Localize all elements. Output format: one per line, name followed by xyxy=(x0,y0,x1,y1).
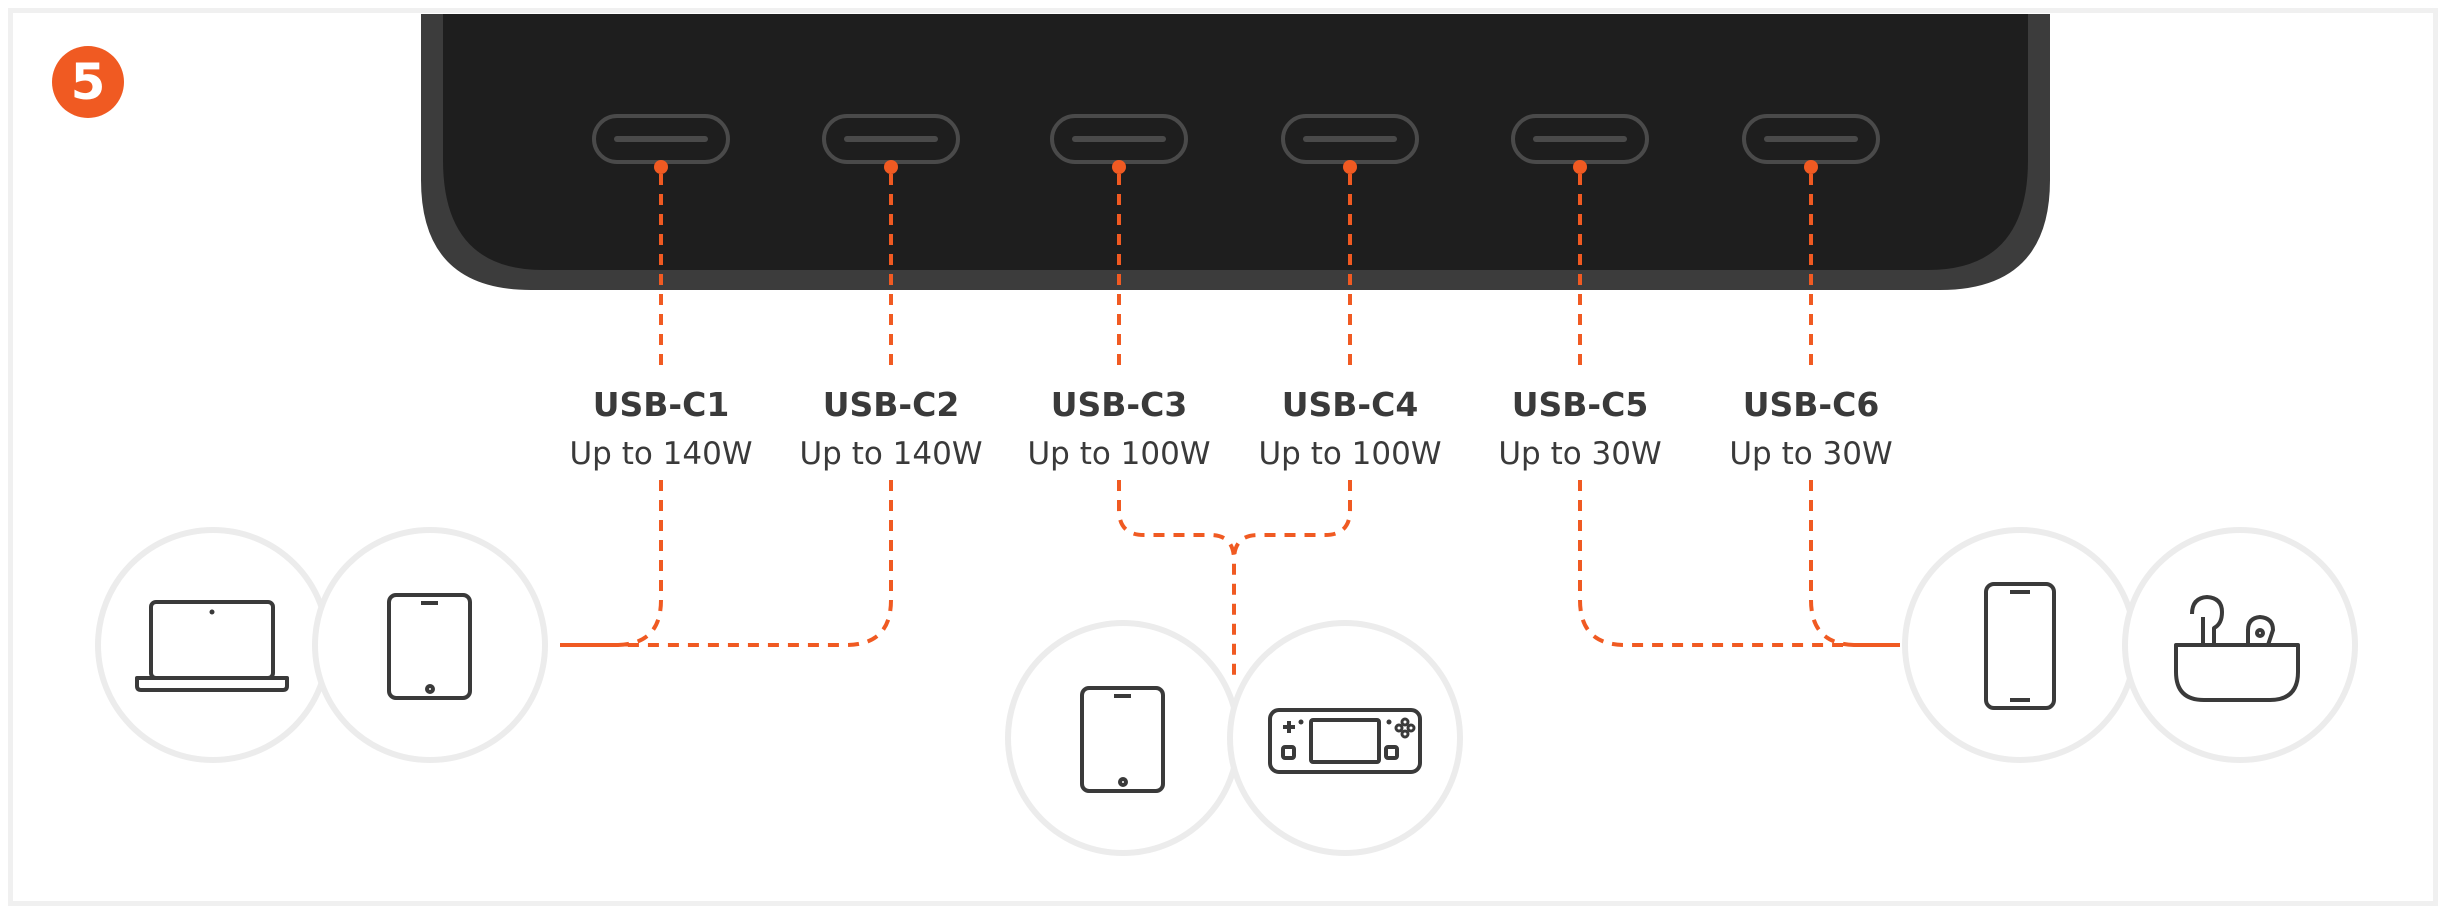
port-leader-lines xyxy=(659,174,1813,370)
port-label-usb-c5: USB-C5 xyxy=(1511,385,1649,424)
device-connector-lines xyxy=(560,480,1900,680)
earbuds-case-icon xyxy=(2174,595,2300,702)
panel-frame xyxy=(8,8,2438,906)
connector-c3-c4 xyxy=(1117,480,1352,680)
port-power-usb-c2: Up to 140W xyxy=(799,436,983,472)
port-power-usb-c4: Up to 100W xyxy=(1258,436,1442,472)
connector-c1-c2 xyxy=(560,480,893,647)
port-label-usb-c4: USB-C4 xyxy=(1281,385,1419,424)
port-connection-dots xyxy=(654,160,1818,174)
device-circles xyxy=(95,527,2358,856)
port-power-usb-c1: Up to 140W xyxy=(569,436,753,472)
handheld-game-console-icon xyxy=(1268,708,1422,774)
connector-c5-c6 xyxy=(1578,480,1900,647)
charger-face xyxy=(443,14,2028,270)
port-label-usb-c1: USB-C1 xyxy=(592,385,730,424)
port-power-usb-c5: Up to 30W xyxy=(1498,436,1662,472)
step-number-badge: 5 xyxy=(52,46,124,118)
phone-icon xyxy=(1984,582,2056,710)
port-label-usb-c2: USB-C2 xyxy=(822,385,960,424)
port-power-usb-c3: Up to 100W xyxy=(1027,436,1211,472)
tablet-icon xyxy=(387,593,472,700)
port-label-usb-c6: USB-C6 xyxy=(1742,385,1880,424)
port-label-usb-c3: USB-C3 xyxy=(1050,385,1188,424)
tablet-icon xyxy=(1080,686,1165,793)
port-power-usb-c6: Up to 30W xyxy=(1729,436,1893,472)
laptop-icon xyxy=(135,600,289,692)
